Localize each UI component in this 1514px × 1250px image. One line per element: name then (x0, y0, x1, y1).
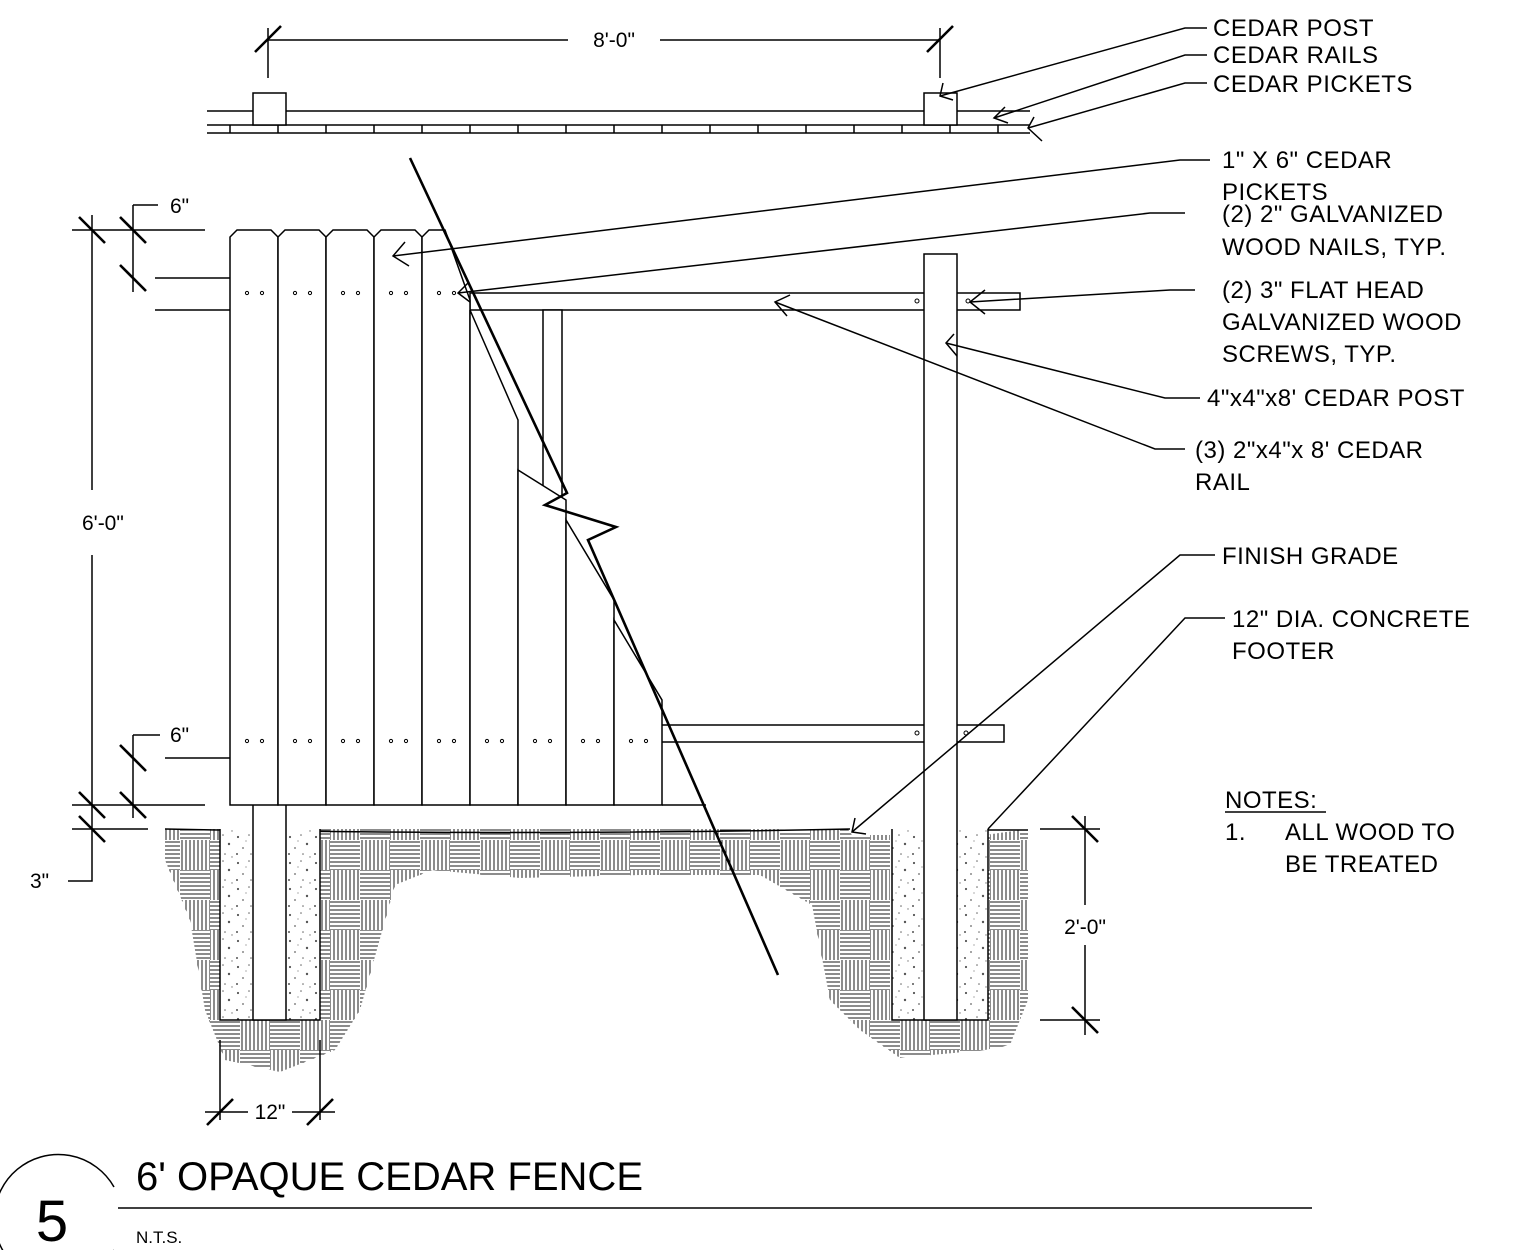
plan-view: 8'-0" CEDAR POST CEDAR RAILS CEDAR PICKE… (207, 15, 1413, 142)
callout-screws-l3: SCREWS, TYP. (1222, 341, 1397, 368)
callout-finish-grade: FINISH GRADE (1222, 543, 1399, 570)
callout-nails-l1: (2) 2" GALVANIZED (1222, 201, 1444, 228)
note-number: 1. (1225, 819, 1246, 846)
callout-labels: 1" X 6" CEDAR PICKETS (2) 2" GALVANIZED … (1195, 147, 1470, 665)
callout-footer-l1: 12" DIA. CONCRETE (1232, 606, 1470, 633)
pickets (229, 229, 706, 806)
callout-screws-l1: (2) 3" FLAT HEAD (1222, 277, 1424, 304)
callout-footer-l2: FOOTER (1232, 638, 1335, 665)
post-left (252, 803, 287, 1021)
left-dimensions: 6" 6'-0" 6" 3" (30, 195, 205, 893)
callout-rail-l2: RAIL (1195, 469, 1250, 496)
plan-post-left (252, 92, 287, 126)
break-line (408, 157, 780, 976)
plan-post-right (923, 92, 958, 126)
label-cedar-pickets: CEDAR PICKETS (1213, 71, 1413, 98)
dim-footer-diameter: 12" (255, 1101, 286, 1124)
fence-elevation (155, 157, 1021, 1021)
dim-bottom-offset: 6" (170, 724, 189, 747)
dim-top-offset: 6" (170, 195, 189, 218)
notes: NOTES: 1. ALL WOOD TO BE TREATED (1225, 787, 1455, 878)
callout-post: 4"x4"x8' CEDAR POST (1207, 385, 1465, 412)
label-cedar-rails: CEDAR RAILS (1213, 42, 1379, 69)
dim-footer-depth: 2'-0" (1064, 916, 1106, 939)
plan-picket-joints (229, 125, 999, 133)
notes-heading: NOTES: (1225, 787, 1317, 814)
footer-diameter-dimension: 12" (205, 1040, 335, 1126)
callout-pickets-l1: 1" X 6" CEDAR (1222, 147, 1392, 174)
dim-ground-clearance: 3" (30, 870, 49, 893)
footer-depth-dimension: 2'-0" (1040, 815, 1106, 1035)
callout-rail-l1: (3) 2"x4"x 8' CEDAR (1195, 437, 1424, 464)
detail-scale: N.T.S. (136, 1228, 182, 1247)
note-line2: BE TREATED (1285, 851, 1438, 878)
label-cedar-post: CEDAR POST (1213, 15, 1374, 42)
note-line1: ALL WOOD TO (1285, 819, 1455, 846)
callout-nails-l2: WOOD NAILS, TYP. (1222, 234, 1447, 261)
nail-dots (244, 290, 971, 744)
dim-fence-height: 6'-0" (82, 512, 124, 535)
detail-number: 5 (36, 1189, 68, 1250)
title-block: 5 6' OPAQUE CEDAR FENCE N.T.S. (0, 1153, 1312, 1250)
post-right (923, 253, 958, 1021)
callout-leaders (391, 159, 1225, 835)
callout-pickets-l2: PICKETS (1222, 179, 1328, 206)
callout-screws-l2: GALVANIZED WOOD (1222, 309, 1462, 336)
dim-post-spacing: 8'-0" (593, 29, 635, 52)
detail-title: 6' OPAQUE CEDAR FENCE (136, 1155, 643, 1199)
